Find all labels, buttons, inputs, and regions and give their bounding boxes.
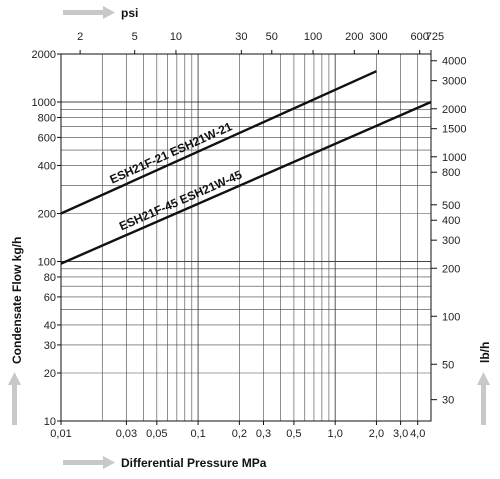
y2-tick-label-0: 30	[442, 395, 454, 407]
x-tick-label-9: 3,0	[393, 428, 408, 440]
y-axis-title: Condensate Flow kg/h	[10, 237, 24, 364]
y-tick-label-4: 60	[44, 292, 56, 304]
y2-tick-label-12: 4000	[442, 56, 466, 68]
x2-tick-label-4: 50	[266, 31, 278, 43]
x-tick-label-4: 0,2	[232, 428, 247, 440]
series-line-0	[60, 70, 377, 215]
y2-tick-label-6: 500	[442, 200, 460, 212]
x-arrow-icon	[63, 456, 115, 469]
series-label-1: ESH21F-45 ESH21W-45	[117, 167, 244, 233]
x2-tick-label-5: 100	[304, 31, 322, 43]
x-tick-label-8: 2,0	[369, 428, 384, 440]
y-tick-label-0: 10	[44, 416, 56, 428]
y2-tick-label-4: 300	[442, 235, 460, 247]
y-tick-label-7: 200	[38, 208, 56, 220]
y-tick-label-8: 400	[38, 160, 56, 172]
y2-tick-label-10: 2000	[442, 104, 466, 116]
x2-tick-label-9: 725	[426, 31, 444, 43]
x2-tick-label-2: 10	[170, 31, 182, 43]
y-tick-label-3: 40	[44, 320, 56, 332]
y-tick-label-6: 100	[38, 257, 56, 269]
x2-tick-label-8: 600	[411, 31, 429, 43]
y2-tick-label-1: 50	[442, 359, 454, 371]
x-tick-label-6: 0,5	[286, 428, 301, 440]
x-tick-label-5: 0,3	[256, 428, 271, 440]
x2-tick-label-0: 2	[77, 31, 83, 43]
y-tick-label-12: 2000	[32, 49, 56, 61]
x-tick-label-10: 4,0	[410, 428, 425, 440]
x2-tick-label-1: 5	[132, 31, 138, 43]
y2-axis-title: lb/h	[478, 342, 492, 363]
y2-tick-label-11: 3000	[442, 76, 466, 88]
x-tick-label-0: 0,01	[50, 428, 71, 440]
plot-frame	[60, 53, 432, 422]
y-tick-label-1: 20	[44, 368, 56, 380]
x2-arrow-icon	[63, 6, 115, 19]
y-arrow-icon	[8, 372, 21, 425]
x2-axis-title: psi	[121, 6, 138, 20]
x2-tick-label-7: 300	[369, 31, 387, 43]
y2-tick-label-8: 1000	[442, 152, 466, 164]
x-tick-label-2: 0,05	[146, 428, 167, 440]
x-axis-title: Differential Pressure MPa	[121, 456, 267, 470]
y-tick-label-5: 80	[44, 272, 56, 284]
x-tick-label-1: 0,03	[116, 428, 137, 440]
y2-tick-label-3: 200	[442, 263, 460, 275]
y2-arrow-icon	[477, 372, 490, 425]
y2-tick-label-5: 400	[442, 215, 460, 227]
y-tick-label-10: 800	[38, 112, 56, 124]
y-tick-label-2: 30	[44, 340, 56, 352]
y2-tick-label-2: 100	[442, 311, 460, 323]
y-tick-label-9: 600	[38, 132, 56, 144]
x-tick-label-3: 0,1	[190, 428, 205, 440]
x2-tick-label-3: 30	[235, 31, 247, 43]
y2-tick-label-7: 800	[442, 167, 460, 179]
x-tick-label-7: 1,0	[328, 428, 343, 440]
y2-tick-label-9: 1500	[442, 124, 466, 136]
y-tick-label-11: 1000	[32, 97, 56, 109]
series-line-1	[60, 100, 432, 265]
x2-tick-label-6: 200	[345, 31, 363, 43]
grid-layer	[61, 54, 431, 421]
